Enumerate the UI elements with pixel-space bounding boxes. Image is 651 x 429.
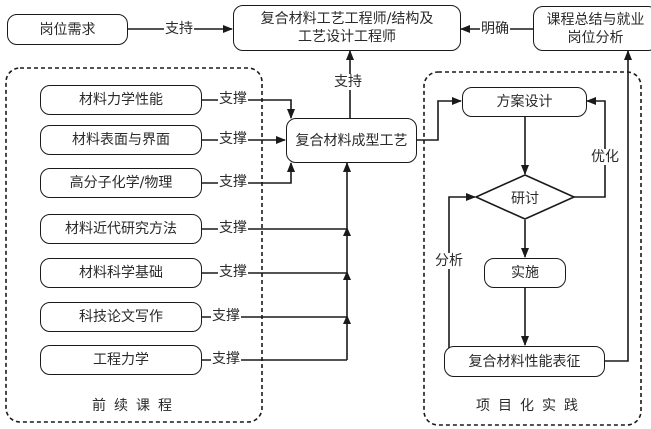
edge-label-brace: 支撑 (218, 264, 248, 280)
course-label: 科技论文写作 (79, 309, 163, 325)
summary-line2: 岗位分析 (567, 29, 624, 46)
discuss-label: 研讨 (511, 191, 539, 207)
core-course-node: 复合材料成型工艺 (286, 118, 417, 163)
edge-label-brace: 支撑 (218, 174, 248, 190)
characterize-node: 复合材料性能表征 (444, 346, 605, 377)
edge-label-clarify: 明确 (480, 21, 510, 37)
edge-label-brace: 支撑 (218, 131, 248, 147)
prerequisite-group-border (5, 67, 263, 423)
edge-analyze (448, 193, 476, 352)
edge-label-brace: 支撑 (218, 220, 248, 236)
job-demand-node: 岗位需求 (7, 14, 128, 45)
bus-arrowhead-6 (343, 315, 351, 324)
course-node: 科技论文写作 (40, 302, 202, 332)
course-label: 材料科学基础 (79, 265, 163, 281)
practice-group-border (423, 71, 642, 426)
course-label: 工程力学 (93, 352, 149, 368)
target-role-line1: 复合材料工艺工程师/结构及 (260, 11, 434, 27)
edge-characterize-to-summary (605, 50, 632, 362)
bus-arrowhead-5 (343, 271, 351, 280)
prerequisite-group-title: 前续课程 (92, 398, 180, 414)
course-node: 材料表面与界面 (40, 125, 202, 155)
course-node: 材料近代研究方法 (40, 214, 202, 244)
course-node: 工程力学 (40, 345, 202, 375)
target-role-line2: 工艺设计工程师 (298, 29, 396, 45)
edge-label-brace: 支撑 (211, 351, 241, 367)
characterize-label: 复合材料性能表征 (468, 353, 581, 370)
edge-label-support-core: 支持 (333, 74, 363, 90)
course-node: 高分子化学/物理 (40, 168, 202, 198)
edge-label-brace: 支撑 (211, 308, 241, 324)
bus-arrowhead-4 (343, 227, 351, 236)
design-node: 方案设计 (462, 87, 587, 117)
job-demand-label: 岗位需求 (39, 21, 96, 38)
course-node: 材料力学性能 (40, 85, 202, 115)
edge-core-to-design (417, 97, 462, 141)
course-label: 高分子化学/物理 (69, 175, 173, 191)
edge-label-brace: 支撑 (218, 91, 248, 107)
implement-label: 实施 (511, 265, 539, 281)
summary-line1: 课程总结与就业 (546, 11, 645, 28)
practice-group-title: 项目化实践 (476, 398, 586, 414)
edge-label-analyze: 分析 (434, 253, 464, 269)
target-role-node: 复合材料工艺工程师/结构及 工艺设计工程师 (233, 5, 461, 51)
course-label: 材料表面与界面 (72, 132, 170, 148)
course-node: 材料科学基础 (40, 258, 202, 288)
core-course-label: 复合材料成型工艺 (295, 132, 408, 149)
implement-node: 实施 (484, 258, 566, 288)
discuss-diamond (474, 174, 576, 220)
summary-node: 课程总结与就业 岗位分析 (533, 6, 651, 51)
edge-label-optimize: 优化 (590, 149, 620, 165)
course-label: 材料力学性能 (79, 92, 163, 108)
edge-label-support-top: 支持 (164, 21, 194, 37)
course-label: 材料近代研究方法 (65, 221, 177, 237)
design-label: 方案设计 (496, 94, 553, 110)
